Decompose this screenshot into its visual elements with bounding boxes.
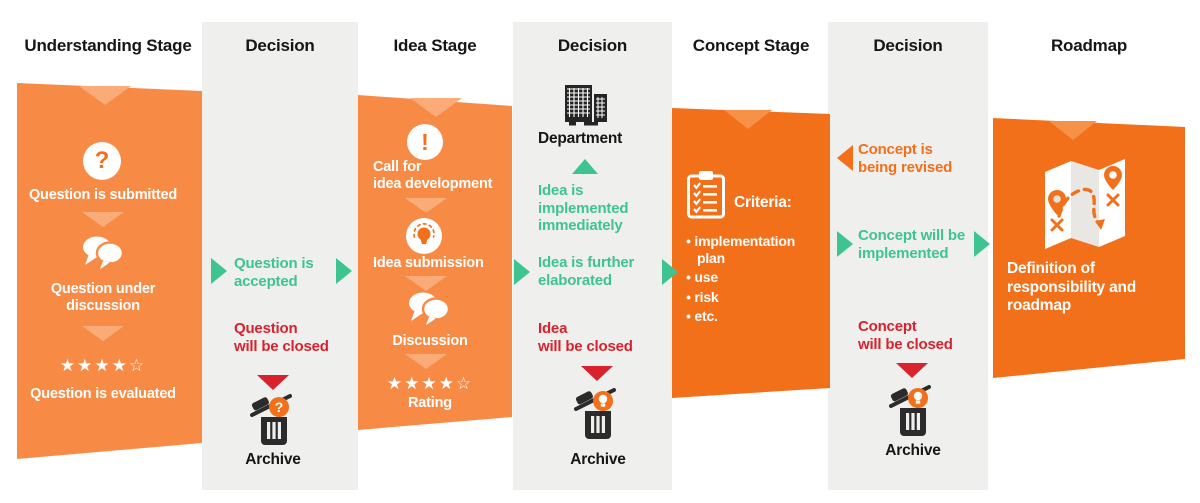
header-decision-2: Decision (557, 36, 628, 55)
chevron-down-icon (1049, 121, 1097, 140)
arrow-left-icon (837, 145, 853, 171)
roadmap-definition: Definition of responsibility and roadmap (1007, 260, 1137, 314)
step-idea-submission: Idea submission (373, 255, 484, 271)
arrow-right-icon (662, 259, 678, 285)
outcome-concept-closed: Concept will be closed (858, 318, 953, 353)
star-rating-icon: ★★★★☆ (386, 374, 474, 394)
arrow-right-icon (211, 258, 227, 284)
criteria-label: Criteria: (734, 194, 792, 211)
department-building-icon (565, 85, 607, 126)
chevron-down-icon (410, 98, 462, 117)
archive-trash-icon: ? (250, 394, 292, 445)
criteria-item: • etc. (686, 308, 718, 324)
outcome-question-accepted: Question is accepted (234, 255, 314, 290)
roadmap-map-icon (1045, 159, 1125, 249)
exclamation-icon: ! (407, 124, 443, 160)
arrow-down-icon (896, 363, 928, 378)
outcome-idea-closed: Idea will be closed (538, 320, 633, 355)
chevron-down-icon (405, 276, 447, 291)
chevron-down-icon (405, 198, 447, 213)
arrow-right-icon (837, 231, 853, 257)
chevron-down-icon (82, 326, 124, 341)
outcome-idea-implemented: Idea is implemented immediately (538, 182, 629, 234)
badge-question-glyph: ? (275, 399, 284, 415)
step-discussion: Discussion (392, 333, 468, 349)
outcome-question-closed: Question will be closed (234, 320, 329, 355)
archive-label: Archive (245, 451, 301, 468)
step-question-discussion: Question under discussion (50, 281, 156, 314)
header-roadmap: Roadmap (1050, 36, 1128, 55)
archive-trash-icon (574, 388, 616, 439)
arrow-right-icon (336, 258, 352, 284)
outcome-idea-elaborated: Idea is further elaborated (538, 254, 635, 289)
criteria-clipboard-icon (687, 171, 725, 219)
header-concept-stage: Concept Stage (692, 36, 810, 55)
arrow-down-icon (581, 366, 613, 381)
step-question-submitted: Question is submitted (28, 187, 178, 203)
speech-bubbles-icon (83, 236, 124, 272)
step-question-evaluated: Question is evaluated (30, 386, 176, 402)
step-call-for-idea: Call for idea development (373, 159, 493, 192)
criteria-item: • implementation plan (686, 233, 796, 266)
department-label: Department (538, 130, 623, 147)
arrow-right-icon (974, 231, 990, 257)
criteria-item: • use (686, 269, 718, 285)
archive-label: Archive (885, 442, 941, 459)
outcome-concept-revised: Concept is being revised (858, 141, 953, 176)
question-glyph: ? (94, 147, 110, 174)
speech-bubbles-icon (409, 292, 450, 328)
header-decision-1: Decision (245, 36, 315, 55)
roadmap-block (993, 118, 1185, 378)
chevron-down-icon (405, 354, 447, 369)
idea-bulb-icon (406, 218, 442, 254)
chevron-down-icon (79, 86, 131, 105)
step-rating: Rating (408, 395, 452, 411)
header-decision-3: Decision (873, 36, 943, 55)
arrow-right-icon (514, 259, 530, 285)
star-rating-icon: ★★★★☆ (59, 356, 147, 376)
exclamation-glyph: ! (421, 128, 429, 155)
outcome-concept-implemented: Concept will be implemented (858, 227, 966, 262)
archive-trash-icon (889, 385, 931, 436)
chevron-down-icon (724, 110, 772, 129)
concept-stage-block (672, 108, 830, 398)
header-understanding-stage: Understanding Stage (24, 36, 192, 55)
arrow-up-icon (572, 159, 598, 174)
archive-label: Archive (570, 451, 626, 468)
question-mark-icon: ? (83, 142, 121, 180)
header-idea-stage: Idea Stage (393, 36, 477, 55)
chevron-down-icon (82, 212, 124, 227)
arrow-down-icon (257, 375, 289, 390)
criteria-item: • risk (686, 288, 719, 305)
criteria-list: • implementation plan • use • risk • etc… (686, 233, 818, 325)
